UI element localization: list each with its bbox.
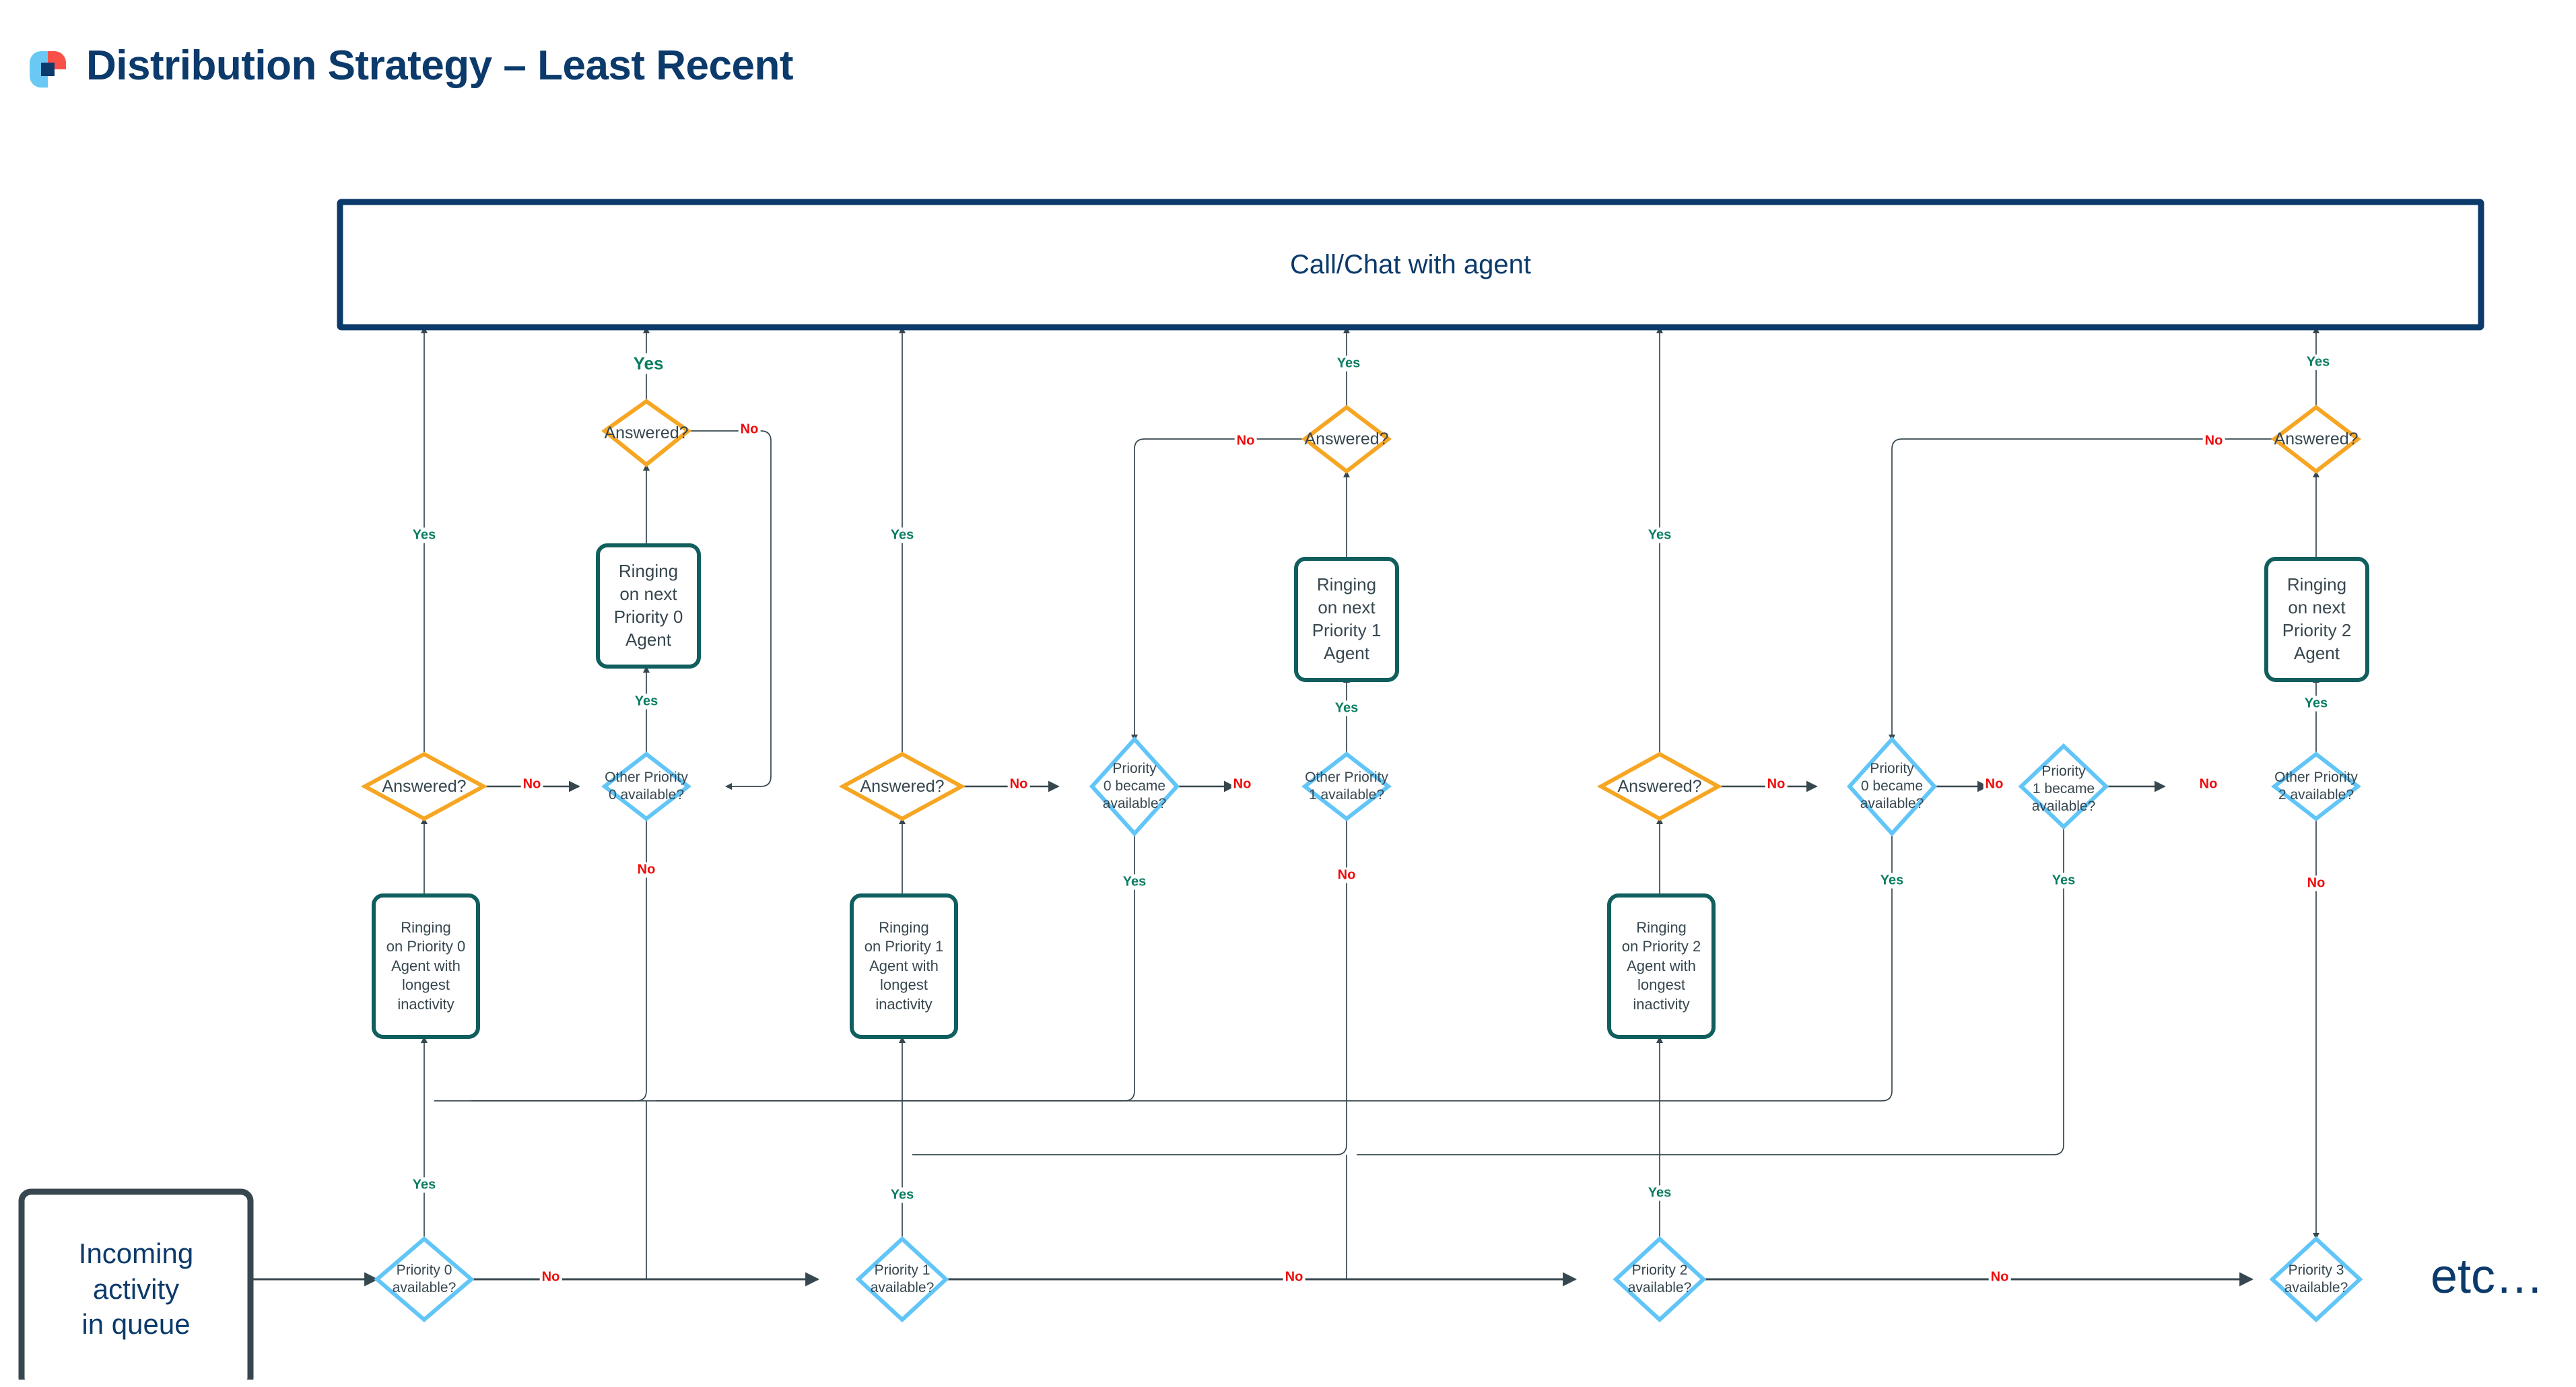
decision-answered-cluster1-lower <box>838 751 966 821</box>
process-ringing-priority-1-longest <box>850 893 958 1039</box>
decision-priority-0-became-available-c2 <box>1089 736 1180 837</box>
decision-priority-0-available <box>374 1236 475 1322</box>
decision-answered-cluster2-upper <box>2271 405 2361 474</box>
process-ringing-next-priority-2 <box>2264 557 2369 682</box>
decision-other-priority-0-available <box>601 751 691 821</box>
process-ringing-next-priority-1 <box>1294 557 1399 682</box>
app-logo-icon <box>30 51 66 88</box>
decision-answered-cluster1-upper <box>1301 405 1392 474</box>
decision-other-priority-1-available <box>1301 751 1392 821</box>
banner-call-chat-with-agent <box>337 199 2484 331</box>
start-node-incoming-activity <box>18 1188 254 1380</box>
decision-priority-2-available <box>1613 1236 1707 1323</box>
decision-answered-cluster0-upper <box>601 399 691 467</box>
decision-priority-3-available <box>2269 1236 2363 1323</box>
process-ringing-priority-0-longest <box>372 893 480 1039</box>
process-ringing-next-priority-0 <box>596 543 701 669</box>
edge-group-thin <box>420 326 2320 1279</box>
page-header: Distribution Strategy – Least Recent <box>0 0 2576 155</box>
decision-priority-1-became-available-c3 <box>2018 743 2109 830</box>
page-title: Distribution Strategy – Least Recent <box>86 42 794 89</box>
decision-priority-0-became-available-c3 <box>1846 736 1938 837</box>
decision-answered-cluster2-lower <box>1596 751 1723 821</box>
decision-other-priority-2-available <box>2271 751 2361 821</box>
process-ringing-priority-2-longest <box>1607 893 1716 1039</box>
decision-answered-cluster0-lower <box>360 751 488 821</box>
etc-label: etc… <box>2431 1250 2544 1304</box>
decision-priority-1-available <box>855 1236 949 1323</box>
